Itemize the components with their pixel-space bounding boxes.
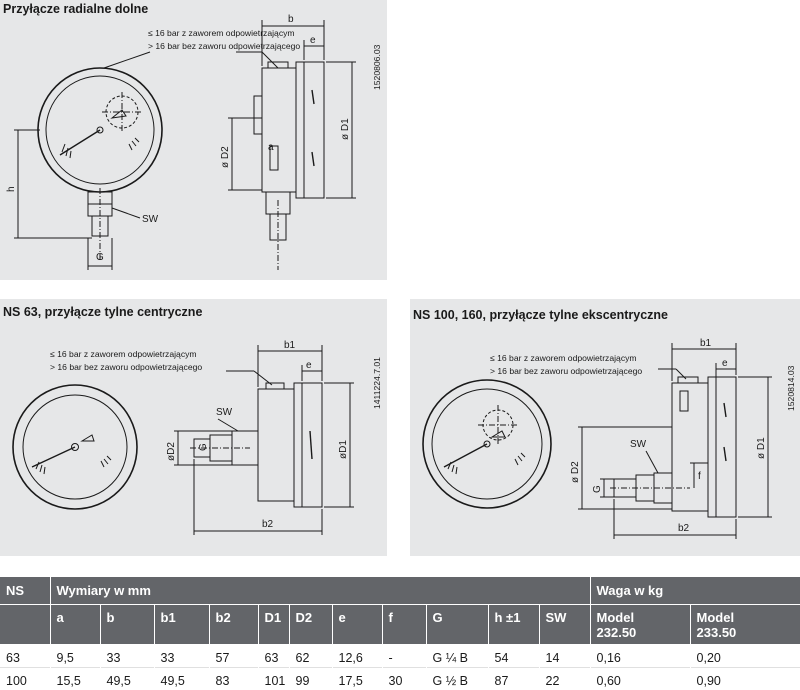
radial-note-line2: > 16 bar bez zaworu odpowietrzającego (148, 41, 300, 51)
col-header: b (100, 604, 155, 645)
centric-dim-D1: øD1 (338, 440, 349, 459)
eccentric-dim-SW: SW (630, 439, 647, 450)
table-cell: 30 (382, 666, 427, 690)
centric-panel-title: NS 63, przyłącze tylne centryczne (3, 305, 203, 319)
col-header: G (426, 604, 489, 645)
model-label: Model (696, 609, 735, 625)
centric-note-line1: ≤ 16 bar z zaworem odpowietrzającym (50, 349, 197, 359)
col-header: D2 (289, 604, 333, 645)
col-header: f (382, 604, 427, 645)
col-header: D1 (258, 604, 290, 645)
radial-dim-SW: SW (142, 214, 159, 225)
eccentric-dim-D1: ø D1 (756, 437, 767, 459)
centric-drawing-code: 1411224.7.01 (372, 357, 382, 409)
col-header: b2 (209, 604, 259, 645)
table-cell: 49,5 (154, 666, 210, 690)
eccentric-dim-f: f (698, 471, 701, 482)
dimensions-table: NS Wymiary w mm Waga w kg a b b1 b2 D1 D… (0, 577, 800, 690)
table-cell: 63 (258, 644, 290, 667)
radial-drawing: ≤ 16 bar z zaworem odpowietrzającym > 16… (6, 14, 382, 270)
radial-dim-a: a (268, 142, 274, 153)
table-cell: 17,5 (332, 666, 383, 690)
centric-dim-b2: b2 (262, 519, 274, 530)
model-label: Model (596, 609, 635, 625)
col-header: e (332, 604, 383, 645)
radial-dim-G: G (96, 252, 104, 263)
table-cell: 101 (258, 666, 290, 690)
table-cell: 0,90 (690, 666, 800, 690)
table-cell: 0,60 (590, 666, 691, 690)
eccentric-drawing-code: 1520814.03 (786, 365, 796, 411)
col-header: SW (539, 604, 591, 645)
table-cell: 22 (539, 666, 591, 690)
eccentric-drawing: ≤ 16 bar z zaworem odpowietrzającym > 16… (422, 338, 796, 539)
table-cell: 57 (209, 644, 259, 667)
centric-dim-G: G (198, 443, 209, 451)
eccentric-note-line2: > 16 bar bez zaworu odpowietrzającego (490, 366, 642, 376)
centric-connection-panel: NS 63, przyłącze tylne centryczne (0, 299, 387, 556)
centric-drawing: ≤ 16 bar z zaworem odpowietrzającym > 16… (12, 340, 382, 535)
radial-drawing-code: 1520806.03 (372, 44, 382, 90)
centric-dim-e: e (306, 360, 312, 371)
table-cell: 12,6 (332, 644, 383, 667)
centric-dim-SW: SW (216, 407, 233, 418)
table-cell: 87 (488, 666, 540, 690)
eccentric-connection-panel: NS 100, 160, przyłącze tylne ekscentrycz… (410, 299, 800, 556)
radial-dim-D1: ø D1 (340, 118, 351, 140)
table-cell: 33 (100, 644, 155, 667)
centric-note-line2: > 16 bar bez zaworu odpowietrzającego (50, 362, 202, 372)
radial-note-line1: ≤ 16 bar z zaworem odpowietrzającym (148, 28, 295, 38)
col-header: a (50, 604, 101, 645)
radial-panel-title: Przyłącze radialne dolne (3, 2, 149, 16)
radial-dim-b: b (288, 14, 294, 25)
table-cell: 54 (488, 644, 540, 667)
col-header: b1 (154, 604, 210, 645)
eccentric-dim-b1: b1 (700, 338, 712, 349)
table-cell: G ¼ B (426, 644, 489, 667)
centric-dim-D2: øD2 (166, 442, 177, 461)
table-cell: 14 (539, 644, 591, 667)
header-weight: Waga w kg (590, 577, 800, 605)
model-number: 232.50 (596, 624, 637, 640)
table-cell: G ½ B (426, 666, 489, 690)
model-number: 233.50 (696, 624, 737, 640)
table-cell: 15,5 (50, 666, 101, 690)
table-cell: 49,5 (100, 666, 155, 690)
table-cell: 0,20 (690, 644, 800, 667)
table-cell: 100 (0, 666, 51, 690)
radial-connection-panel: Przyłącze radialne dolne (0, 0, 387, 280)
table-cell: 0,16 (590, 644, 691, 667)
radial-dim-h: h (6, 186, 17, 192)
header-dimensions: Wymiary w mm (50, 577, 591, 605)
header-ns: NS (0, 577, 51, 605)
table-cell: 33 (154, 644, 210, 667)
eccentric-dim-b2: b2 (678, 523, 690, 534)
eccentric-note-line1: ≤ 16 bar z zaworem odpowietrzającym (490, 353, 637, 363)
centric-dim-b1: b1 (284, 340, 296, 351)
eccentric-dim-G: G (592, 485, 603, 493)
table-cell: 9,5 (50, 644, 101, 667)
table-cell: - (382, 644, 427, 667)
radial-dim-D2: ø D2 (220, 146, 231, 168)
table-cell: 83 (209, 666, 259, 690)
eccentric-dim-e: e (722, 358, 728, 369)
table-cell: 99 (289, 666, 333, 690)
header-ns-blank (0, 604, 51, 645)
eccentric-dim-D2: ø D2 (570, 461, 581, 483)
radial-dim-e: e (310, 35, 316, 46)
eccentric-panel-title: NS 100, 160, przyłącze tylne ekscentrycz… (413, 308, 669, 322)
col-header: h ±1 (488, 604, 540, 645)
table-cell: 63 (0, 644, 51, 667)
table-cell: 62 (289, 644, 333, 667)
